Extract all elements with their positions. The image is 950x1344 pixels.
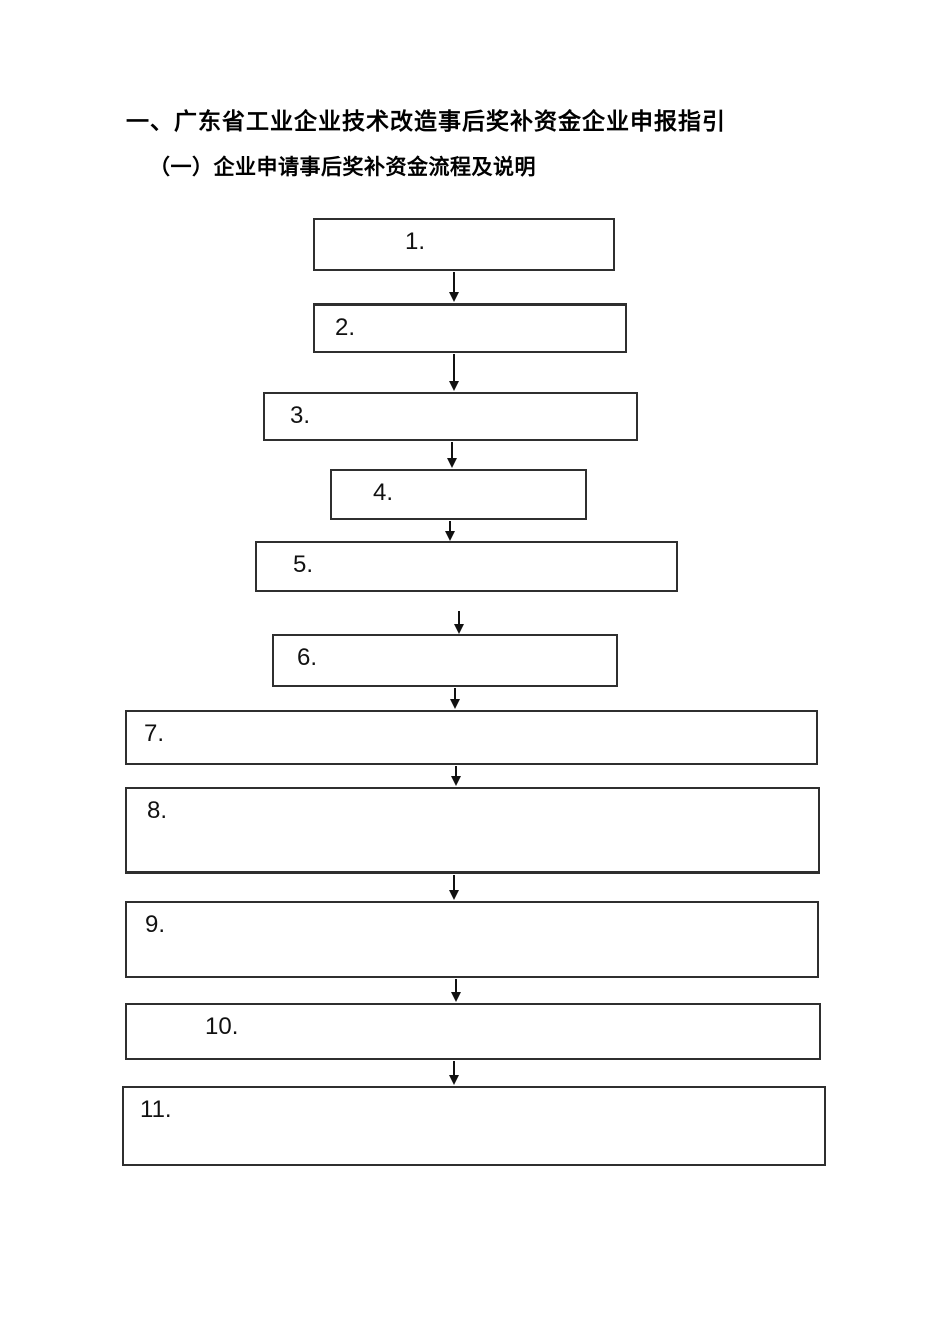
arrow-down-icon [449,766,463,786]
flow-step-label: 11. [140,1096,172,1123]
section-subtitle: （一）企业申请事后奖补资金流程及说明 [149,156,536,179]
arrow-down-icon [443,521,457,541]
flow-step-7: 7. [125,710,818,765]
flow-step-label: 10. [205,1013,239,1040]
flow-step-6: 6. [272,634,618,687]
flow-step-2: 2. [313,303,627,353]
flow-step-4: 4. [330,469,587,520]
flow-step-10: 10. [125,1003,821,1060]
flow-step-label: 6. [297,644,318,671]
flow-step-label: 9. [145,911,166,938]
flow-step-5: 5. [255,541,678,592]
arrow-down-icon [447,875,461,900]
flow-step-label: 8. [147,797,168,824]
flow-step-label: 5. [293,551,314,578]
flow-step-label: 7. [144,720,165,747]
flow-step-11: 11. [122,1086,826,1166]
flow-step-8: 8. [125,787,820,874]
arrow-down-icon [448,688,462,709]
flow-step-label: 3. [290,402,311,429]
flow-step-1: 1. [313,218,615,271]
arrow-down-icon [449,979,463,1002]
arrow-down-icon [447,354,461,391]
flow-step-label: 4. [373,479,394,506]
arrow-down-icon [447,272,461,302]
flow-step-3: 3. [263,392,638,441]
arrow-down-icon [452,611,466,634]
arrow-down-icon [447,1061,461,1085]
flow-step-label: 2. [335,314,356,341]
flow-step-9: 9. [125,901,819,978]
flow-step-label: 1. [405,228,426,255]
page-title: 一、广东省工业企业技术改造事后奖补资金企业申报指引 [126,108,726,134]
arrow-down-icon [445,442,459,468]
